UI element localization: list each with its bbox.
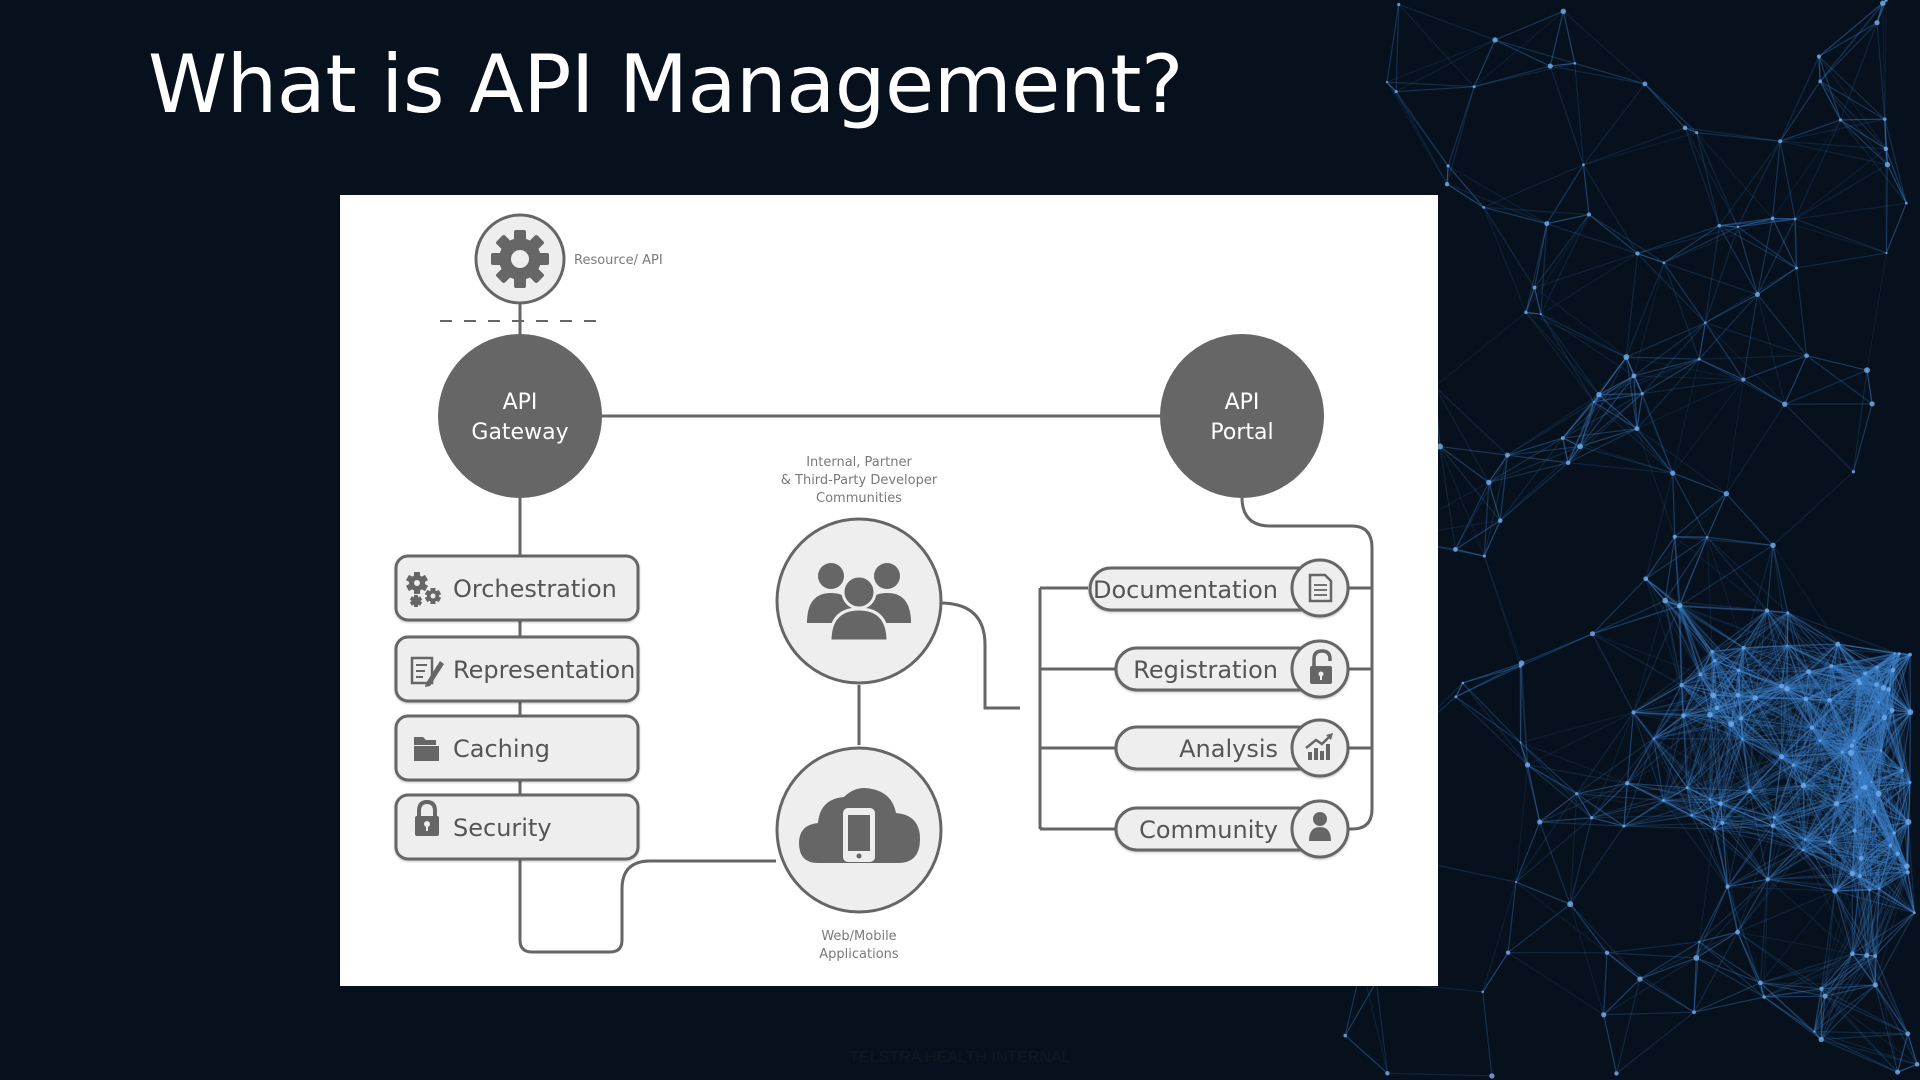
api-management-diagram: Resource/ API API Gateway API Portal Int… xyxy=(394,213,1374,962)
documentation-label: Documentation xyxy=(1093,576,1278,604)
portal-label-line2: Portal xyxy=(1210,420,1273,445)
orchestration-label: Orchestration xyxy=(453,575,617,603)
communities-label-line1: Internal, Partner xyxy=(806,455,912,470)
slide-title: What is API Management? xyxy=(148,38,1183,131)
web-mobile-apps-node: Web/Mobile Applications xyxy=(775,746,943,962)
cloud-mobile-icon xyxy=(799,788,920,863)
api-portal-node: API Portal xyxy=(1160,334,1324,498)
analysis-label: Analysis xyxy=(1179,735,1278,763)
portal-label-line1: API xyxy=(1225,390,1260,415)
communities-label-line3: Communities xyxy=(816,491,902,506)
chart-icon xyxy=(1305,733,1333,760)
developer-communities-node: Internal, Partner & Third-Party Develope… xyxy=(775,455,943,685)
community-label: Community xyxy=(1139,816,1278,844)
resource-api-label: Resource/ API xyxy=(574,253,663,268)
community-to-portal-features xyxy=(939,601,1020,710)
people-group-icon xyxy=(807,563,911,643)
lock-icon xyxy=(415,799,439,836)
gears-icon xyxy=(405,572,442,607)
communities-label-line2: & Third-Party Developer xyxy=(781,473,938,488)
gateway-feature-orchestration: Orchestration xyxy=(394,554,640,622)
portal-feature-documentation: Documentation xyxy=(1088,558,1350,618)
gateway-label-line2: Gateway xyxy=(471,420,568,445)
document-icon xyxy=(1308,573,1333,603)
gateway-feature-security: Security xyxy=(394,793,640,861)
portal-feature-community: Community xyxy=(1114,799,1350,859)
representation-label: Representation xyxy=(453,656,635,684)
person-icon xyxy=(1309,812,1331,841)
gateway-label-line1: API xyxy=(503,390,538,415)
portal-spine xyxy=(1240,496,1374,831)
portal-feature-analysis: Analysis xyxy=(1114,718,1350,778)
gear-icon xyxy=(491,230,549,288)
registration-label: Registration xyxy=(1133,656,1278,684)
folder-icon xyxy=(414,737,439,761)
portal-feature-registration: Registration xyxy=(1114,639,1350,699)
gateway-feature-caching: Caching xyxy=(394,714,640,782)
caching-label: Caching xyxy=(453,735,550,763)
diagram-panel: Resource/ API API Gateway API Portal Int… xyxy=(340,195,1438,986)
gateway-to-apps-line xyxy=(518,859,776,954)
network-lines xyxy=(1344,0,1918,1077)
gateway-feature-representation: Representation xyxy=(394,635,640,703)
apps-label-line2: Applications xyxy=(819,947,899,962)
unlock-icon xyxy=(1310,649,1332,684)
document-edit-icon xyxy=(410,656,444,687)
apps-label-line1: Web/Mobile xyxy=(821,929,896,944)
connector-lines xyxy=(518,295,1374,954)
api-gateway-node: API Gateway xyxy=(438,334,602,498)
footer-classification: TELSTRA HEALTH INTERNAL xyxy=(849,1049,1071,1066)
resource-api-node: Resource/ API xyxy=(474,213,663,305)
security-label: Security xyxy=(453,814,552,842)
